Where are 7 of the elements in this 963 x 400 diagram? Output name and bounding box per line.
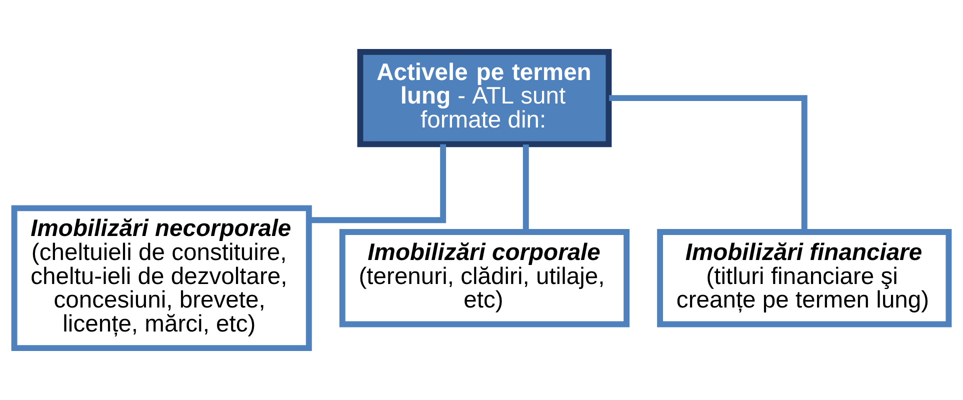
node-box: Imobilizări financiare (titluri financiare şi creanțe pe termen lung) [657,229,952,328]
connector [522,144,529,232]
connector [308,144,446,224]
node-box: Imobilizări corporale (terenuri, clădiri, utilaje, etc) [339,229,630,328]
connector [609,95,808,232]
node-box: Imobilizări necorporale (cheltuieli de constituire, cheltu-ieli de dezvoltare, concesiuni, brevete, licențe, mărci, etc) [11,205,312,352]
node-box: Activele pe termen lung - ATL sunt formate din: [357,48,612,148]
